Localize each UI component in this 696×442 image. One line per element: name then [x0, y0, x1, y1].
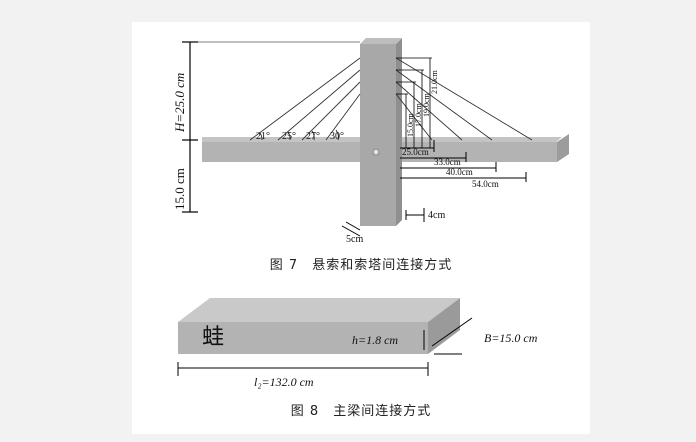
cable-left-2 [277, 69, 361, 141]
cable-left-3 [301, 81, 361, 141]
vertical-dim-15: 15.0cm [406, 112, 415, 137]
cable-left-4 [325, 93, 361, 141]
angle-label-3: 27° [306, 131, 320, 142]
angle-label-2: 25° [282, 131, 296, 142]
tower-top [360, 38, 402, 44]
horizontal-dim-33: 33.0cm [434, 157, 461, 167]
angle-arc-1 [259, 132, 263, 141]
tower-base-dims [341, 208, 425, 237]
cable-tower [360, 44, 396, 226]
b-dimension [431, 317, 473, 355]
tower-width-label: 4cm [428, 210, 445, 221]
angle-label-4: 30° [330, 131, 344, 142]
height-dimension [182, 41, 360, 213]
diagram-canvas: 21° 25° 27° 30° H=25.0 cm 15.0 cm 15.0cm… [172, 38, 569, 389]
vertical-dim-21: 21.0cm [430, 69, 439, 94]
tower-anchor-pin [372, 148, 380, 156]
cable-left-1 [249, 57, 361, 141]
girder-watermark: 蛙 [202, 324, 224, 349]
angle-arc-3 [311, 130, 315, 141]
paper-sheet: 21° 25° 27° 30° H=25.0 cm 15.0 cm 15.0cm… [132, 22, 590, 434]
horizontal-dims [400, 140, 527, 182]
vertical-dim-17: 17.0cm [414, 102, 423, 127]
angle-arc-2 [287, 131, 291, 141]
angle-arc-4 [335, 129, 339, 141]
tower-side [396, 38, 402, 226]
tower-depth-label: 5cm [346, 234, 363, 245]
left-cables [249, 57, 361, 141]
cable-right-3 [395, 81, 463, 141]
figure-8-caption: 图 8 主梁间连接方式 [290, 404, 432, 419]
vertical-dims [396, 57, 432, 148]
lower-height-label: 15.0 cm [172, 168, 187, 210]
horizontal-dim-25: 25.0cm [402, 147, 429, 157]
cable-right-1 [395, 57, 533, 141]
h-label: h=1.8 cm [352, 333, 398, 347]
girder-end [428, 298, 460, 354]
deck-end [557, 134, 569, 162]
b-label: B=15.0 cm [484, 331, 538, 345]
angle-label-1: 21° [256, 131, 270, 142]
horizontal-dim-54: 54.0cm [472, 179, 499, 189]
length-label: l₂=132.0 cm [254, 375, 314, 389]
figure-7-caption: 图 7 悬索和索塔间连接方式 [269, 258, 453, 273]
vertical-dim-19: 19.0cm [422, 92, 431, 117]
horizontal-dim-40: 40.0cm [446, 167, 473, 177]
main-girder [178, 322, 428, 354]
height-label: H=25.0 cm [172, 73, 187, 133]
length-dimension [177, 362, 429, 376]
angle-arcs [259, 129, 339, 141]
girder-top-face [178, 298, 460, 322]
